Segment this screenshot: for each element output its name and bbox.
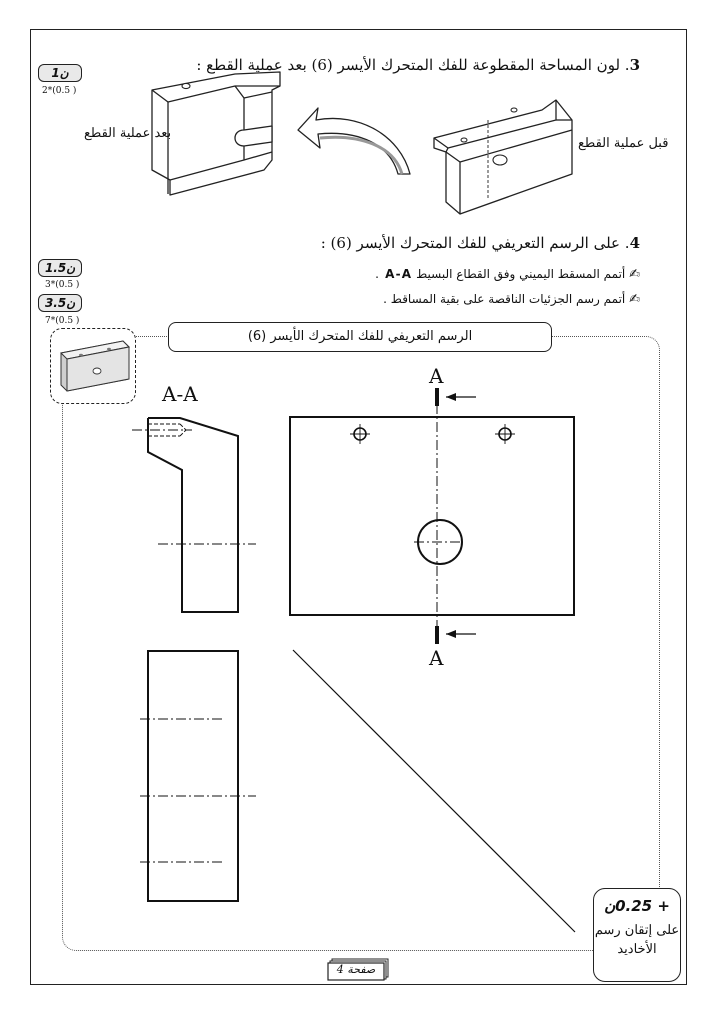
right-small-hole <box>495 424 515 444</box>
question-4-number: 4 <box>629 234 640 252</box>
bonus-score-box: + 0.25ن على إتقان رسم الأخاديد <box>593 888 681 982</box>
side-view-section <box>147 417 239 613</box>
page-frame <box>30 29 687 985</box>
cut-label-top: A <box>429 364 444 388</box>
drawing-title: الرسم التعريفي للفك المتحرك الأيسر (6) <box>168 322 552 352</box>
arrow-left-icon <box>446 393 476 401</box>
question-3-text: 3. لون المساحة المقطوعة للفك المتحرك الأ… <box>196 56 640 74</box>
groove-hidden-lines <box>148 423 187 437</box>
part-thumbnail-image <box>59 340 131 392</box>
page-number-tag: صفحة 4 <box>326 957 392 981</box>
score-badge-q4a: 1.5ن <box>38 259 82 277</box>
page-number: صفحة 4 <box>336 963 376 976</box>
score-badge-q4b: 3.5ن <box>38 294 82 312</box>
left-small-hole <box>350 424 370 444</box>
top-view <box>147 650 239 902</box>
part-thumbnail <box>50 328 136 404</box>
pencil-icon: ✍ <box>629 267 640 282</box>
instruction-2: ✍ أتمم رسم الجزئيات الناقصة على بقية الم… <box>383 292 640 307</box>
part-after-cut-figure <box>151 71 281 196</box>
central-hole <box>417 519 463 565</box>
arrow-left-icon <box>446 630 476 638</box>
score-detail-q4b: 7*(0.5 ) <box>45 316 80 326</box>
projection-45-line <box>292 649 576 933</box>
curved-arrow-icon <box>297 107 411 175</box>
score-detail-q3: 2*(0.5 ) <box>42 86 77 96</box>
bonus-text-line1: على إتقان رسم <box>594 923 680 938</box>
label-before-cut: قبل عملية القطع <box>578 136 669 151</box>
front-view <box>289 416 575 616</box>
cut-label-bottom: A <box>429 646 444 670</box>
pencil-icon: ✍ <box>629 292 640 307</box>
part-before-cut-figure <box>433 99 573 215</box>
bonus-score: + 0.25ن <box>604 897 670 915</box>
bonus-text-line2: الأخاديد <box>617 942 657 957</box>
instruction-1-section: A-A <box>385 267 413 281</box>
question-3-number: 3 <box>629 56 640 74</box>
question-4-text: 4. على الرسم التعريفي للفك المتحرك الأيس… <box>320 234 640 252</box>
section-label: A-A <box>162 382 198 406</box>
label-after-cut: بعد عملية القطع <box>84 126 172 141</box>
score-badge-q3: 1ن <box>38 64 82 82</box>
score-detail-q4a: 3*(0.5 ) <box>45 280 80 290</box>
instruction-1: ✍ أتمم المسقط اليميني وفق القطاع البسيط … <box>375 267 640 282</box>
